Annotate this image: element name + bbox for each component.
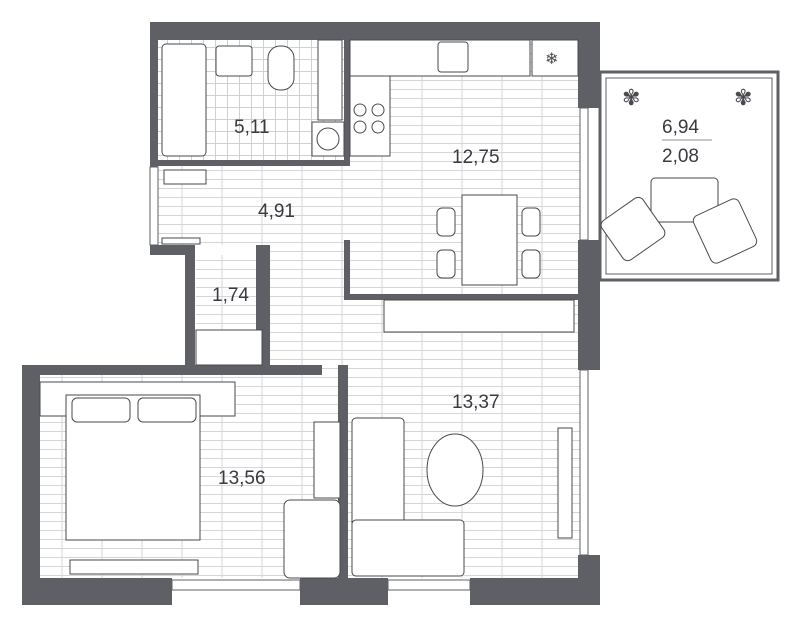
chair	[521, 207, 541, 237]
chair	[436, 249, 456, 279]
room-area-hallway: 4,91	[258, 201, 295, 222]
desk-chair	[283, 499, 341, 579]
pillow	[71, 397, 131, 423]
plant-icon: ✾	[622, 85, 640, 110]
room-area-bathroom: 5,11	[234, 117, 270, 138]
sofa-corner	[351, 519, 465, 577]
toilet	[267, 45, 295, 91]
pillow	[137, 397, 197, 423]
wardrobe	[383, 299, 575, 333]
room-area-living-room: 13,37	[452, 392, 500, 413]
room-area-bedroom: 13,56	[218, 468, 266, 489]
kitchen-counter-side	[349, 75, 391, 157]
room-area-kitchen: 12,75	[452, 147, 500, 168]
room-area-closet: 1,74	[212, 285, 249, 306]
bench	[161, 237, 201, 245]
balcony-area: 6,94	[662, 117, 699, 138]
armchair	[692, 198, 758, 264]
chair	[521, 249, 541, 279]
coffee-table	[426, 433, 484, 507]
shoe-rack	[163, 169, 207, 185]
dining-table	[461, 194, 518, 286]
fridge	[531, 39, 579, 77]
snowflake-icon: ❄	[545, 51, 558, 68]
balcony-reduced-area: 2,08	[662, 146, 699, 167]
plant-icon: ✾	[734, 85, 752, 110]
balcony-table	[650, 177, 719, 223]
tv-stand	[69, 559, 199, 575]
shelf	[313, 421, 341, 499]
kitchen-sink	[437, 41, 469, 73]
bathtub	[161, 43, 207, 157]
chair	[436, 207, 456, 237]
tv	[557, 427, 573, 539]
sink	[215, 45, 253, 77]
bathroom-cabinet	[317, 39, 343, 121]
armchair	[600, 196, 666, 262]
closet-rack	[195, 329, 263, 366]
walls	[22, 22, 600, 605]
stove	[353, 103, 385, 134]
